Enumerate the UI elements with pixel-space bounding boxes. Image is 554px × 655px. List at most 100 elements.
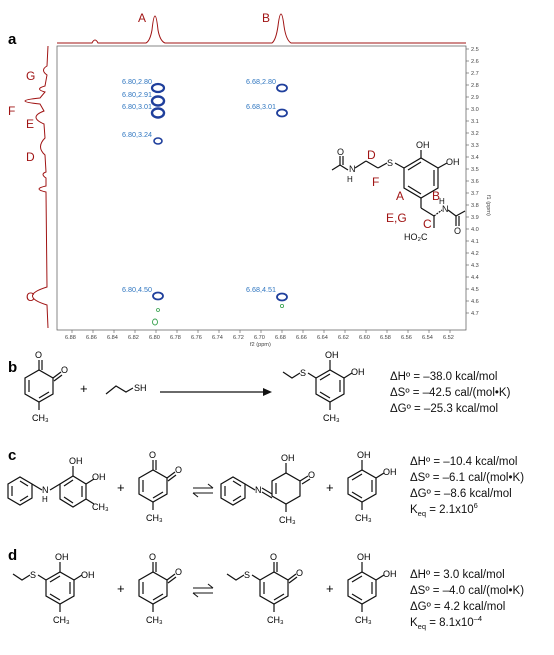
- y-tick-label: 4.4: [471, 275, 479, 281]
- delta-h: ΔHº = –10.4 kcal/mol: [410, 456, 517, 468]
- atom-oh: OH: [383, 467, 397, 477]
- crosspeak-dot: [150, 95, 166, 107]
- y-tick-label: 2.8: [471, 83, 479, 89]
- atom-sh: SH: [134, 383, 147, 393]
- x-tick-label: 6.68: [275, 335, 286, 341]
- y-tick-label: 4.5: [471, 287, 479, 293]
- atom-oh: OH: [55, 552, 69, 562]
- x-tick-label: 6.80: [149, 335, 160, 341]
- thermodynamics-d: ΔHº = 3.0 kcal/mol ΔSº = –4.0 cal/(mol•K…: [410, 569, 524, 631]
- peak-label-D: D: [26, 150, 35, 164]
- atom-ch3: CH₃: [53, 615, 70, 625]
- methylcatechol: [347, 562, 385, 612]
- atom-oh: OH: [81, 570, 95, 580]
- atom-o: O: [337, 147, 344, 157]
- y-tick-label: 4.6: [471, 299, 479, 305]
- x-tick-label: 6.76: [191, 335, 202, 341]
- inset-structure-labels: OH OH S N H O N H O HO₂C D F A B C E,G: [337, 140, 461, 242]
- structure-label-EG: E,G: [386, 211, 407, 225]
- thioether-catechol-product: [282, 360, 353, 410]
- atom-o: O: [308, 470, 315, 480]
- equilibrium-arrows: [192, 583, 214, 598]
- x-tick-label: 6.70: [254, 335, 265, 341]
- atom-oh: OH: [325, 350, 339, 360]
- y-tick-label: 2.9: [471, 95, 479, 101]
- crosspeak-dot: [276, 108, 288, 118]
- atom-s: S: [244, 570, 250, 580]
- atom-o: O: [35, 350, 42, 360]
- quinone-molecule: [138, 562, 177, 612]
- atom-o: O: [175, 465, 182, 475]
- minor-peak: [156, 308, 160, 312]
- keq: Keq = 2.1x106: [410, 501, 478, 518]
- crosspeak-label: 6.80,2.91: [122, 90, 152, 99]
- atom-oh: OH: [357, 552, 371, 562]
- keq: Keq = 8.1x10–4: [410, 614, 482, 631]
- structure-label-B: B: [432, 189, 440, 203]
- panel-c-letter: c: [8, 447, 16, 464]
- y-tick-label: 2.5: [471, 47, 479, 53]
- keq-subscript: eq: [418, 509, 426, 518]
- thermodynamics-b: ΔHº = –38.0 kcal/mol ΔSº = –42.5 cal/(mo…: [390, 371, 511, 415]
- y-tick-label: 3.1: [471, 119, 479, 125]
- quinone-molecule: [138, 460, 177, 510]
- y-tick-label: 3.6: [471, 179, 479, 185]
- atom-ch3: CH₃: [355, 513, 372, 523]
- crosspeak-dot: [150, 82, 166, 94]
- x-tick-label: 6.60: [359, 335, 370, 341]
- peak-label-B: B: [262, 11, 270, 25]
- plus-sign: +: [117, 480, 125, 495]
- plus-sign: +: [117, 581, 125, 596]
- panel-b-letter: b: [8, 359, 17, 376]
- quinone-molecule: [24, 360, 63, 410]
- atom-oh: OH: [351, 367, 365, 377]
- x-tick-label: 6.72: [233, 335, 244, 341]
- panel-c: c N H OH OH CH₃ +: [7, 447, 524, 525]
- y-tick-label: 4.2: [471, 251, 479, 257]
- keq-exponent: –4: [474, 614, 482, 623]
- delta-s: ΔSº = –42.5 cal/(mol•K): [390, 387, 511, 399]
- crosspeak-label: 6.80,3.24: [122, 130, 152, 139]
- x-axis: 6.88 6.86 6.84 6.82 6.80 6.78 6.76 6.74 …: [65, 330, 454, 348]
- y-tick-label: 3.0: [471, 107, 479, 113]
- atom-ch3: CH₃: [92, 502, 109, 512]
- hsqc-plot-frame: [56, 45, 467, 331]
- crosspeak-dot: [276, 292, 288, 302]
- atom-ch3: CH₃: [279, 515, 296, 525]
- y-tick-label: 4.3: [471, 263, 479, 269]
- atom-ch3: CH₃: [323, 413, 340, 423]
- x-tick-label: 6.74: [212, 335, 223, 341]
- thioether-catechol: [12, 562, 83, 612]
- structure-label-A: A: [396, 189, 404, 203]
- panel-a: a A B G F E D C 6.88 6.86 6.84 6.82 6.80…: [8, 11, 491, 348]
- crosspeaks: 6.80,2.80 6.80,2.91 6.80,3.01 6.80,3.24 …: [122, 77, 288, 326]
- crosspeak-dot: [152, 291, 164, 301]
- crosspeak-label: 6.80,2.80: [122, 77, 152, 86]
- plus-sign: +: [80, 381, 88, 396]
- x-tick-label: 6.86: [86, 335, 97, 341]
- delta-g: ΔGº = –8.6 kcal/mol: [410, 488, 512, 500]
- crosspeak-dot: [276, 83, 288, 93]
- peak-label-G: G: [26, 69, 35, 83]
- keq-subscript: eq: [418, 622, 426, 631]
- iminoquinone-product: [220, 463, 311, 512]
- ethanethiol-molecule: [105, 385, 134, 395]
- atom-n: N: [42, 485, 49, 495]
- y-tick-label: 3.8: [471, 203, 479, 209]
- x-tick-label: 6.56: [401, 335, 412, 341]
- x-tick-label: 6.54: [422, 335, 433, 341]
- delta-h: ΔHº = –38.0 kcal/mol: [390, 371, 497, 383]
- atom-oh: OH: [92, 472, 106, 482]
- x-tick-label: 6.52: [443, 335, 454, 341]
- atom-o: O: [149, 450, 156, 460]
- methylcatechol: [347, 460, 385, 510]
- plus-sign: +: [326, 480, 334, 495]
- atom-ch3: CH₃: [32, 413, 49, 423]
- atom-o: O: [149, 552, 156, 562]
- delta-g: ΔGº = 4.2 kcal/mol: [410, 601, 505, 613]
- peak-label-A: A: [138, 11, 146, 25]
- x-tick-label: 6.82: [128, 335, 139, 341]
- atom-oh: OH: [446, 157, 460, 167]
- keq-value: = 2.1x10: [426, 504, 474, 516]
- x-tick-label: 6.78: [170, 335, 181, 341]
